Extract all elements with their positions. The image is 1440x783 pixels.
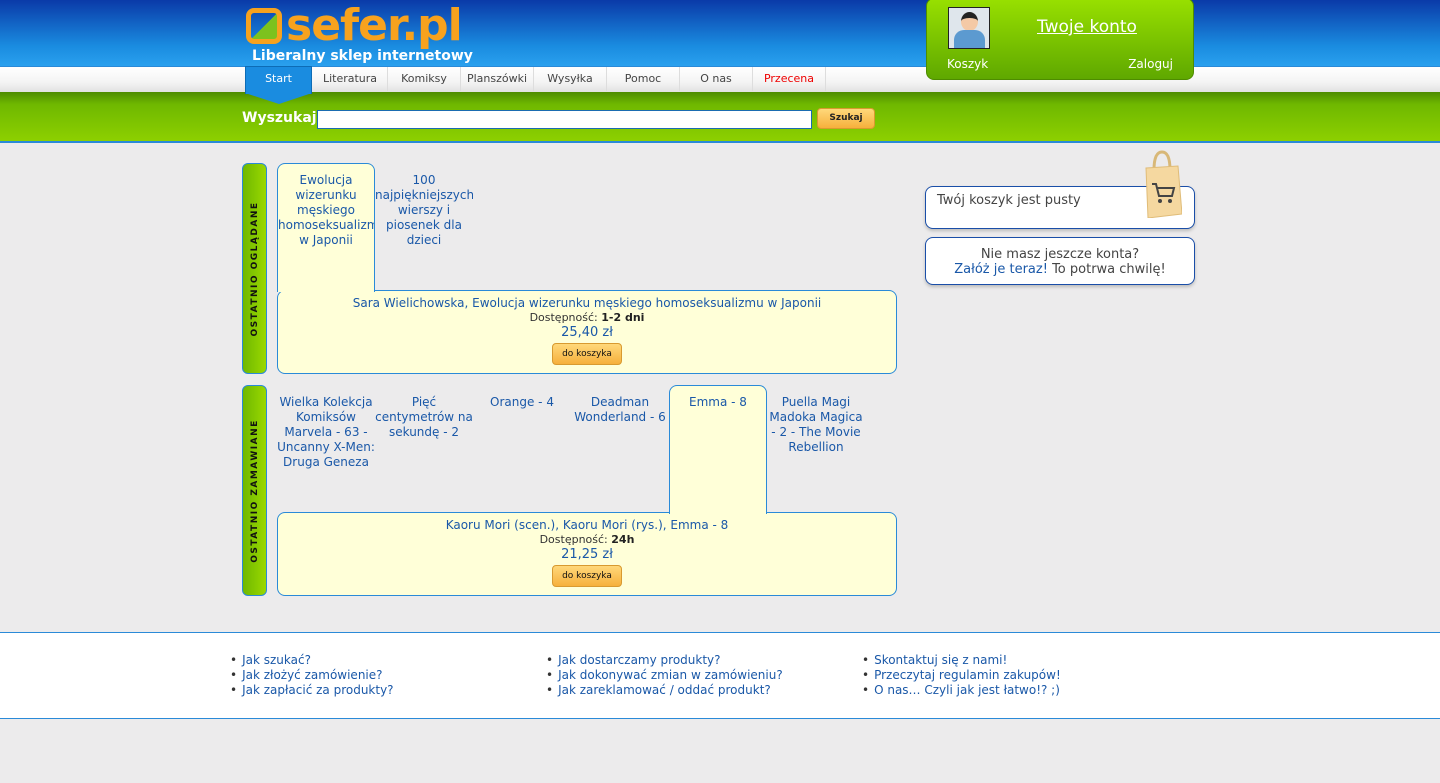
search-button[interactable]: Szukaj xyxy=(817,108,875,129)
footer-link[interactable]: Jak szukać? xyxy=(230,653,394,668)
signup-link[interactable]: Załóż je teraz! xyxy=(954,262,1048,277)
active-tab-pointer xyxy=(245,93,312,104)
footer-link[interactable]: Jak zapłacić za produkty? xyxy=(230,683,393,698)
tagline: Liberalny sklep internetowy xyxy=(252,48,473,64)
tab-planszowki[interactable]: Planszówki xyxy=(461,67,534,91)
footer-link[interactable]: Jak zareklamować / oddać produkt? xyxy=(546,683,783,698)
recently-ordered-label: OSTATNIO ZAMAWIANE xyxy=(242,385,267,596)
product-item[interactable]: 100 najpiękniejszych wierszy i piosenek … xyxy=(375,173,473,247)
availability-label: Dostępność: xyxy=(529,311,598,324)
product-item-selected[interactable]: Emma - 8 xyxy=(669,385,767,514)
login-link[interactable]: Zaloguj xyxy=(1128,57,1173,71)
product-title-link[interactable]: Sara Wielichowska, Ewolucja wizerunku mę… xyxy=(352,296,822,310)
product-item[interactable]: Wielka Kolekcja Komiksów Marvela - 63 - … xyxy=(277,395,375,469)
section-title: OSTATNIO OGLĄDANE xyxy=(249,201,260,336)
tab-wysylka[interactable]: Wysyłka xyxy=(534,67,607,91)
product-item[interactable]: Ewolucja wizerunku męskiego homoseksuali… xyxy=(277,163,375,292)
availability-label: Dostępność: xyxy=(539,533,608,546)
account-panel: Twoje konto Koszyk Zaloguj xyxy=(926,0,1194,80)
product-item[interactable]: Pięć centymetrów na sekundę - 2 xyxy=(375,395,473,439)
footer-link[interactable]: Skontaktuj się z nami! xyxy=(862,653,1061,668)
availability: Dostępność: 24h xyxy=(278,533,896,546)
add-to-cart-button[interactable]: do koszyka xyxy=(552,565,622,587)
product-detail-card: Kaoru Mori (scen.), Kaoru Mori (rys.), E… xyxy=(277,512,897,596)
signup-note: To potrwa chwilę! xyxy=(1047,262,1166,277)
footer: Jak szukać?Jak złożyć zamówienie?Jak zap… xyxy=(0,632,1440,719)
section-title: OSTATNIO ZAMAWIANE xyxy=(249,418,260,563)
tab-literatura[interactable]: Literatura xyxy=(313,67,388,91)
header-bar xyxy=(0,0,1440,66)
price: 21,25 zł xyxy=(561,547,613,562)
product-item[interactable]: Deadman Wonderland - 6 xyxy=(574,395,666,424)
product-item[interactable]: Orange - 4 xyxy=(490,395,554,409)
signup-box: Nie masz jeszcze konta? Załóż je teraz! … xyxy=(925,237,1195,285)
signup-question: Nie masz jeszcze konta? xyxy=(980,247,1140,262)
search-input[interactable] xyxy=(317,110,812,129)
footer-link[interactable]: Jak dostarczamy produkty? xyxy=(546,653,783,668)
recently-viewed-label: OSTATNIO OGLĄDANE xyxy=(242,163,267,374)
logo[interactable]: sefer.pl xyxy=(246,0,463,51)
product-detail-card: Sara Wielichowska, Ewolucja wizerunku mę… xyxy=(277,290,897,374)
tab-komiksy[interactable]: Komiksy xyxy=(388,67,461,91)
add-to-cart-button[interactable]: do koszyka xyxy=(552,343,622,365)
avatar xyxy=(948,7,990,49)
footer-link[interactable]: Jak dokonywać zmian w zamówieniu? xyxy=(546,668,783,683)
footer-link[interactable]: Jak złożyć zamówienie? xyxy=(230,668,394,683)
tab-pomoc[interactable]: Pomoc xyxy=(607,67,680,91)
tab-przecena[interactable]: Przecena xyxy=(753,67,826,91)
footer-link[interactable]: Przeczytaj regulamin zakupów! xyxy=(862,668,1061,683)
shopping-bag-icon xyxy=(1145,150,1182,218)
cart-empty-text: Twój koszyk jest pusty xyxy=(937,193,1081,208)
availability-value: 1-2 dni xyxy=(601,311,645,324)
nav-strip xyxy=(0,66,1440,92)
cart-link[interactable]: Koszyk xyxy=(947,57,989,71)
logo-text: sefer.pl xyxy=(286,0,463,51)
footer-link[interactable]: O nas… Czyli jak jest łatwo!? ;) xyxy=(862,683,1061,698)
account-link[interactable]: Twoje konto xyxy=(1037,17,1137,37)
tab-o-nas[interactable]: O nas xyxy=(680,67,753,91)
logo-icon xyxy=(246,7,282,44)
tab-start[interactable]: Start xyxy=(245,66,312,94)
availability: Dostępność: 1-2 dni xyxy=(278,311,896,324)
price: 25,40 zł xyxy=(561,325,613,340)
search-label: Wyszukaj xyxy=(242,110,317,126)
product-title-link[interactable]: Kaoru Mori (scen.), Kaoru Mori (rys.), E… xyxy=(445,518,729,532)
product-item[interactable]: Puella Magi Madoka Magica - 2 - The Movi… xyxy=(769,395,863,454)
availability-value: 24h xyxy=(611,533,635,546)
